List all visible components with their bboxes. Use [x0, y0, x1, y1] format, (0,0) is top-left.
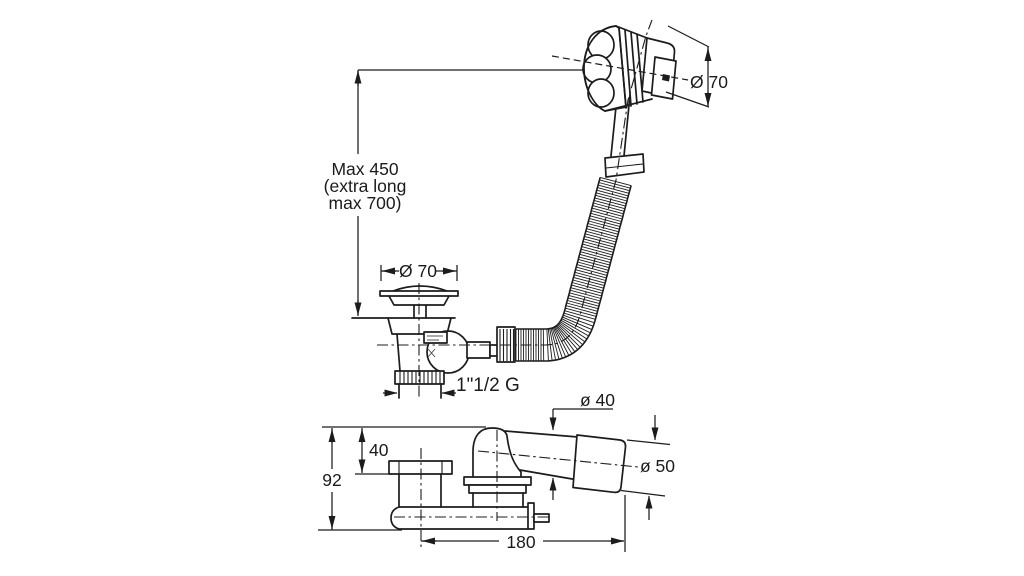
knob-dome-outline — [583, 25, 617, 112]
dim-label-max-length-1: Max 450 — [331, 159, 398, 179]
pipe-end-nipple — [533, 513, 550, 523]
hose-nut-line — [605, 163, 644, 169]
dim-label-knob-diameter: Ø 70 — [690, 72, 728, 92]
dim-flange-drop: 40 — [355, 428, 392, 475]
brand-label-text-marks — [427, 335, 443, 341]
waste-stem — [398, 473, 442, 508]
flexible-hose — [515, 176, 632, 362]
plug-cap-dome — [392, 285, 448, 292]
dim-label-pipe-diameter: ø 40 — [580, 390, 615, 410]
outlet-end-cylinder — [572, 434, 627, 494]
knob-scallop-3 — [587, 78, 615, 108]
pipe-end-flange — [527, 502, 535, 530]
outlet-pipe-edges — [504, 430, 579, 481]
dim-label-total-height: 92 — [322, 470, 341, 490]
dim-outlet-thread: 1"1/2 G — [383, 375, 520, 397]
dim-max-length: Max 450 (extra long max 700) — [324, 70, 407, 316]
backnut-ribs — [399, 371, 441, 384]
dim-label-max-length-2: (extra long — [324, 176, 407, 196]
standpipe-body — [472, 492, 524, 508]
control-knob-assembly — [582, 25, 677, 178]
trap-outlet-spigot — [466, 341, 491, 359]
hose-edge-right — [516, 177, 601, 330]
dim-label-max-length-3: max 700) — [329, 193, 402, 213]
approval-mark — [427, 348, 436, 358]
dim-label-plug-diameter: Ø 70 — [399, 261, 437, 281]
waste-plug-assembly — [351, 285, 516, 399]
dim-total-height: 92 — [318, 428, 402, 531]
plug-threaded-tail — [398, 383, 442, 399]
dim-knob-diameter: Ø 70 — [665, 25, 728, 108]
brand-label — [423, 331, 448, 344]
hose-edge-left — [516, 185, 632, 362]
dim-outlet-diameter: ø 50 — [620, 415, 675, 520]
bottom-drain-pipe — [390, 506, 529, 530]
dim-label-flange-drop: 40 — [369, 440, 389, 460]
dim-label-length: 180 — [506, 532, 535, 552]
knob-diameter-leader — [551, 55, 689, 81]
dim-length-to-outlet: 180 — [421, 495, 626, 552]
waste-flange-chamfers — [398, 461, 443, 474]
dim-label-outlet-diameter: ø 50 — [640, 456, 675, 476]
dim-pipe-diameter: ø 40 — [549, 390, 615, 500]
hose-body — [516, 177, 632, 361]
dim-plug-diameter: Ø 70 — [380, 261, 458, 281]
dim-label-outlet-thread: 1"1/2 G — [456, 375, 520, 396]
outlet-pipe-centerline — [477, 450, 639, 468]
side-view-assembly — [322, 426, 639, 548]
hose-centerline — [377, 19, 653, 346]
